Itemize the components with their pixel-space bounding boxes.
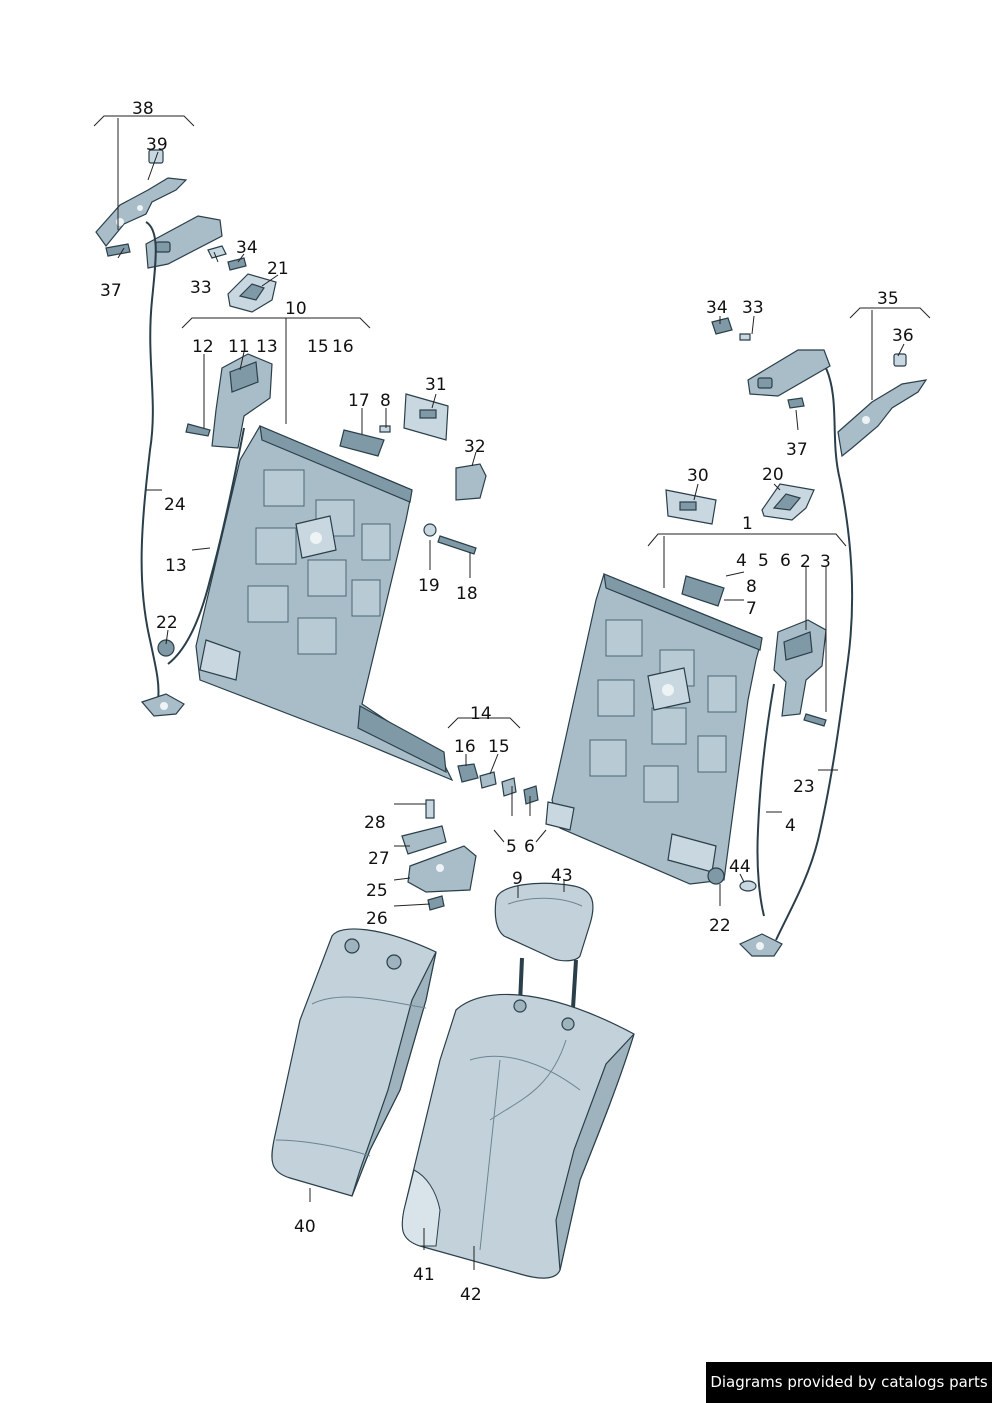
- left-short-cable: [167, 427, 245, 665]
- callout-43: 43: [551, 866, 573, 886]
- callout-6: 6: [780, 551, 791, 571]
- callout-32: 32: [464, 437, 486, 457]
- callout-39: 39: [146, 135, 168, 155]
- callout-8: 8: [380, 391, 391, 411]
- callout-16: 16: [332, 337, 354, 357]
- callout-15: 15: [307, 337, 329, 357]
- callout-34: 34: [236, 238, 258, 258]
- callout-4: 4: [736, 551, 747, 571]
- callout-labels: 38 39 37 34 33 21 10 12 11 13 15 16 17 8…: [100, 99, 914, 1305]
- callout-13: 13: [165, 556, 187, 576]
- callout-16: 16: [454, 737, 476, 757]
- callout-2: 2: [800, 552, 811, 572]
- callout-22: 22: [709, 916, 731, 936]
- callout-24: 24: [164, 495, 186, 515]
- callout-22: 22: [156, 613, 178, 633]
- callout-44: 44: [729, 857, 751, 877]
- callout-37: 37: [100, 281, 122, 301]
- callout-38: 38: [132, 99, 154, 119]
- callout-1: 1: [742, 514, 753, 534]
- credit-banner: Diagrams provided by catalogs parts: [706, 1362, 992, 1403]
- left-lock-bracket-assembly: [95, 149, 277, 313]
- callout-12: 12: [192, 337, 214, 357]
- callout-7: 7: [746, 599, 757, 619]
- callout-42: 42: [460, 1285, 482, 1305]
- callout-20: 20: [762, 465, 784, 485]
- callout-9: 9: [512, 869, 523, 889]
- left-cable-end-fitting: [140, 639, 185, 717]
- right-backrest-lock: [681, 575, 827, 892]
- callout-3: 3: [820, 552, 831, 572]
- callout-34: 34: [706, 298, 728, 318]
- callout-18: 18: [456, 584, 478, 604]
- left-release-cable: [140, 221, 160, 701]
- callout-17: 17: [348, 391, 370, 411]
- callout-33: 33: [190, 278, 212, 298]
- callout-13: 13: [256, 337, 278, 357]
- callout-6: 6: [524, 837, 535, 857]
- backrest-cover: [401, 993, 635, 1279]
- callout-26: 26: [366, 909, 388, 929]
- right-cable-end-fitting: [738, 933, 783, 957]
- callout-4: 4: [785, 816, 796, 836]
- callout-35: 35: [877, 289, 899, 309]
- callout-27: 27: [368, 849, 390, 869]
- right-backrest-frame: [545, 573, 763, 885]
- callout-33: 33: [742, 298, 764, 318]
- left-small-parts: [339, 393, 487, 555]
- right-release-cable: [775, 367, 854, 941]
- callout-5: 5: [758, 551, 769, 571]
- callout-31: 31: [425, 375, 447, 395]
- left-backrest-frame: [195, 425, 454, 782]
- callout-30: 30: [687, 466, 709, 486]
- callout-5: 5: [506, 837, 517, 857]
- left-backrest-lock: [185, 353, 273, 449]
- callout-23: 23: [793, 777, 815, 797]
- callout-21: 21: [267, 259, 289, 279]
- callout-36: 36: [892, 326, 914, 346]
- right-lock-bracket-assembly: [665, 317, 928, 525]
- right-short-cable: [756, 683, 775, 917]
- leader-lines: [93, 115, 931, 1270]
- callout-19: 19: [418, 576, 440, 596]
- callout-15: 15: [488, 737, 510, 757]
- callout-41: 41: [413, 1265, 435, 1285]
- callout-11: 11: [228, 337, 250, 357]
- callout-14: 14: [470, 704, 492, 724]
- callout-37: 37: [786, 440, 808, 460]
- callout-10: 10: [285, 299, 307, 319]
- callout-25: 25: [366, 881, 388, 901]
- armrest-cover: [271, 928, 437, 1197]
- callout-8: 8: [746, 577, 757, 597]
- callout-28: 28: [364, 813, 386, 833]
- center-hinge-and-bolts: [401, 763, 539, 911]
- callout-40: 40: [294, 1217, 316, 1237]
